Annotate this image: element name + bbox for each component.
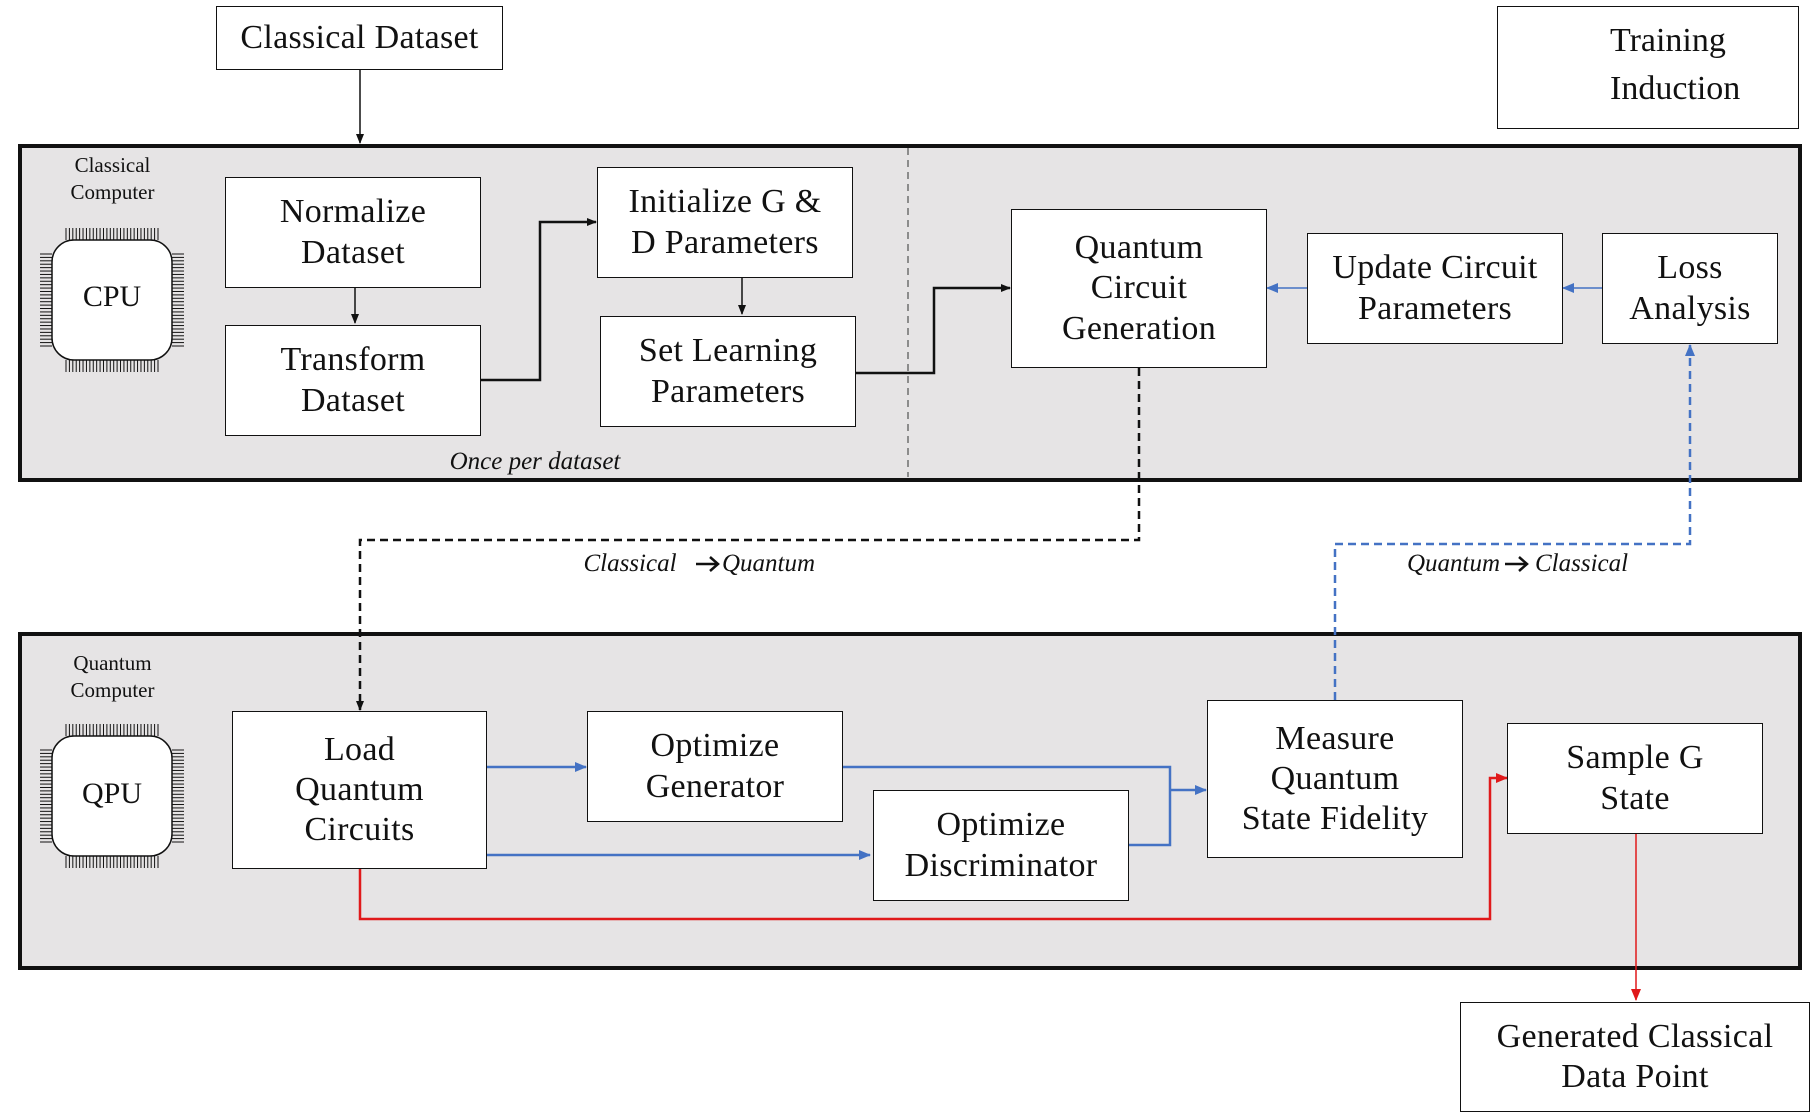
cpu-chip-icon: [40, 228, 184, 372]
generated-data-point-box: Generated Classical Data Point: [1460, 1002, 1810, 1112]
q2c-from-label: Quantum: [1406, 550, 1500, 577]
classical-to-quantum-arrow: [356, 368, 1141, 711]
optimize-discriminator-box: Optimize Discriminator: [873, 790, 1129, 901]
legend-training-label: Training: [1610, 22, 1726, 59]
load-quantum-circuits-box: Load Quantum Circuits: [232, 711, 487, 869]
transform-to-init-arrow: [480, 218, 597, 382]
q2c-to-label: Classical: [1535, 550, 1629, 577]
once-per-dataset-label: Once per dataset: [449, 448, 621, 475]
sample-g-state-box: Sample G State: [1507, 723, 1763, 834]
quantum-circuit-generation-box: Quantum Circuit Generation: [1011, 209, 1267, 368]
c2q-arrow-glyph: [696, 556, 720, 572]
quantum-computer-title: Quantum Computer: [70, 651, 155, 703]
measure-fidelity-box: Measure Quantum State Fidelity: [1207, 700, 1463, 858]
loss-analysis-box: Loss Analysis: [1602, 233, 1778, 344]
cpu-label: CPU: [82, 280, 142, 313]
load-to-sample-arrow: [358, 773, 1508, 921]
c2q-to-label: Quantum: [722, 550, 816, 577]
update-circuit-params-box: Update Circuit Parameters: [1307, 233, 1563, 344]
classical-dataset-box: Classical Dataset: [216, 6, 503, 70]
classical-computer-title: Classical Computer: [70, 153, 155, 205]
learning-to-qcgen-arrow: [855, 284, 1011, 375]
generator-to-measure-line: [842, 765, 1172, 790]
qpu-chip-icon: [40, 724, 184, 868]
c2q-from-label: Classical: [583, 550, 677, 577]
legend: [1497, 6, 1799, 129]
initialize-params-box: Initialize G & D Parameters: [597, 167, 853, 278]
optimize-generator-box: Optimize Generator: [587, 711, 843, 822]
legend-induction-label: Induction: [1610, 70, 1741, 107]
qpu-label: QPU: [81, 777, 142, 810]
transform-dataset-box: Transform Dataset: [225, 325, 481, 436]
q2c-arrow-glyph: [1505, 556, 1529, 572]
set-learning-params-box: Set Learning Parameters: [600, 316, 856, 427]
quantum-to-classical-arrow: [1333, 344, 1695, 700]
normalize-dataset-box: Normalize Dataset: [225, 177, 481, 288]
discriminator-to-measure-line: [1129, 790, 1172, 847]
